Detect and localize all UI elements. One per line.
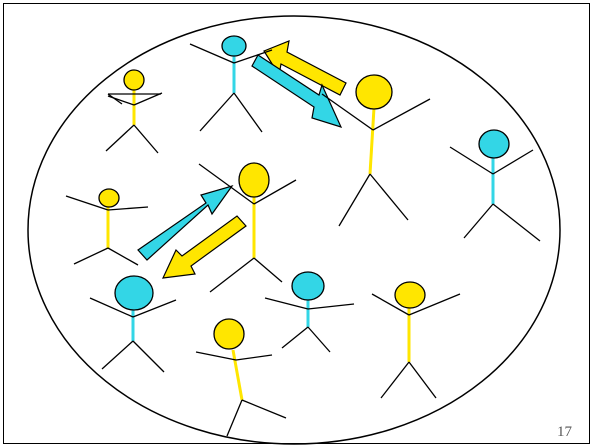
figure-cyan-right	[450, 130, 540, 241]
page-number: 17	[557, 424, 572, 441]
figure-small-yellow-left	[66, 189, 148, 265]
figure-cyan-bottom-left	[90, 276, 176, 372]
figure-cyan-top	[190, 36, 272, 132]
figure-yellow-bottom-center	[196, 319, 286, 436]
figure-yellow-center	[199, 163, 296, 292]
figure-yellow-bottom-right	[372, 282, 460, 398]
arrow-cyan-center	[138, 186, 232, 260]
figure-cyan-bottom-center	[265, 272, 354, 352]
figure-small-yellow-top-left	[106, 70, 162, 153]
figure-large-yellow-center-right	[322, 75, 430, 226]
